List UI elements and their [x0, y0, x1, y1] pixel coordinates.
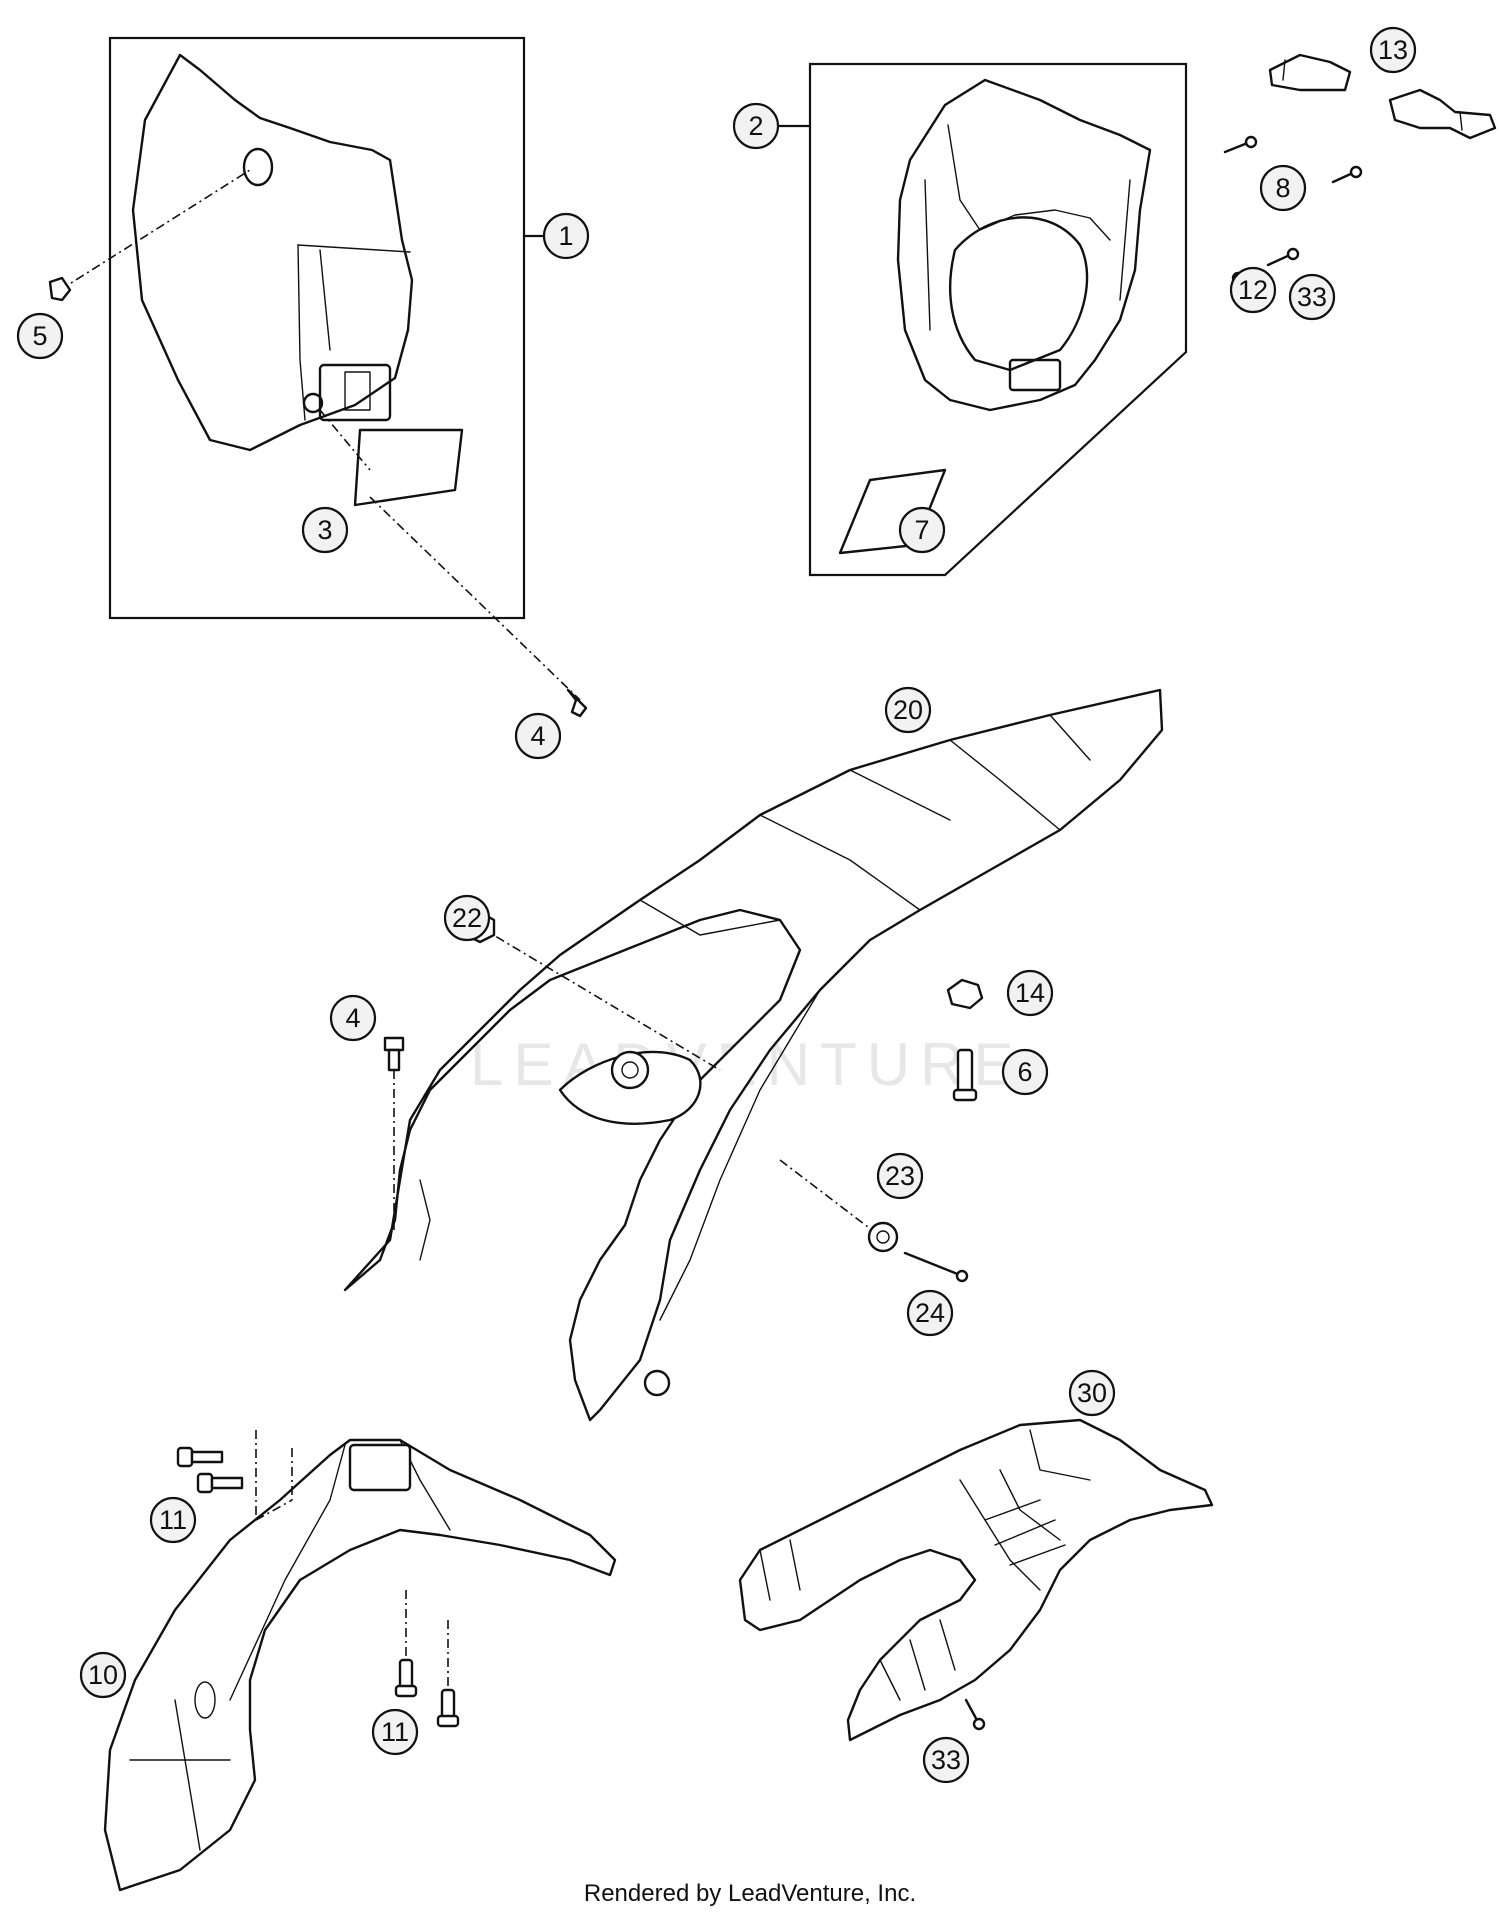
callout-33-lower[interactable]: 33	[922, 1736, 970, 1784]
callout-3[interactable]: 3	[301, 506, 349, 554]
callout-33-upper[interactable]: 33	[1288, 273, 1336, 321]
svg-text:12: 12	[1238, 275, 1268, 305]
callout-1[interactable]: 1	[542, 212, 590, 260]
screw-4-upper-part[interactable]	[566, 688, 588, 718]
svg-text:7: 7	[914, 515, 929, 545]
svg-text:2: 2	[748, 111, 763, 141]
svg-text:4: 4	[530, 721, 545, 751]
callout-24[interactable]: 24	[906, 1289, 954, 1337]
bolt-6-part[interactable]	[952, 1048, 978, 1102]
bushing-23-part[interactable]	[867, 1221, 899, 1253]
fender-mount-bracket	[348, 1443, 412, 1492]
render-credit: Rendered by LeadVenture, Inc.	[583, 1880, 917, 1907]
headlight-mask-alt-part[interactable]	[838, 78, 1152, 555]
svg-text:10: 10	[88, 1660, 118, 1690]
svg-text:33: 33	[1297, 282, 1327, 312]
screw-5-part[interactable]	[48, 276, 72, 302]
callout-20[interactable]: 20	[884, 686, 932, 734]
callout-8[interactable]: 8	[1259, 164, 1307, 212]
svg-text:24: 24	[915, 1298, 945, 1328]
callout-7[interactable]: 7	[898, 506, 946, 554]
svg-text:3: 3	[317, 515, 332, 545]
rear-fender-insert-part[interactable]	[738, 1418, 1214, 1742]
group-box-2	[808, 62, 1188, 577]
svg-text:30: 30	[1077, 1378, 1107, 1408]
svg-text:8: 8	[1275, 173, 1290, 203]
svg-text:11: 11	[159, 1505, 187, 1535]
svg-text:23: 23	[885, 1161, 915, 1191]
svg-text:14: 14	[1015, 978, 1045, 1008]
headlight-mask-part[interactable]	[131, 53, 464, 507]
bolts-11-lower-part[interactable]	[394, 1658, 460, 1728]
callout-6[interactable]: 6	[1001, 1048, 1049, 1096]
callout-23[interactable]: 23	[876, 1152, 924, 1200]
screw-33-upper-part[interactable]	[1266, 247, 1300, 267]
screw-4-lower-part[interactable]	[383, 1036, 405, 1072]
svg-text:33: 33	[931, 1745, 961, 1775]
headlight-opening	[949, 216, 1089, 372]
callout-5[interactable]: 5	[16, 312, 64, 360]
callout-10[interactable]: 10	[79, 1651, 127, 1699]
callout-12[interactable]: 12	[1229, 266, 1277, 314]
svg-text:13: 13	[1378, 35, 1408, 65]
bolts-11-upper-part[interactable]	[176, 1446, 244, 1494]
svg-text:6: 6	[1017, 1057, 1032, 1087]
svg-text:20: 20	[893, 695, 923, 725]
screws-8-part[interactable]	[1223, 135, 1363, 184]
callout-2[interactable]: 2	[732, 102, 780, 150]
number-plate-bracket	[318, 363, 392, 422]
fuel-cap	[610, 1050, 650, 1090]
nut-14-part[interactable]	[946, 978, 984, 1010]
svg-text:4: 4	[345, 1003, 360, 1033]
svg-text:5: 5	[32, 321, 47, 351]
screw-24-part[interactable]	[903, 1251, 969, 1283]
callout-13[interactable]: 13	[1369, 26, 1417, 74]
group-box-1	[108, 36, 526, 620]
callout-14[interactable]: 14	[1006, 969, 1054, 1017]
callout-11-lower[interactable]: 11	[371, 1708, 419, 1756]
svg-text:1: 1	[558, 221, 573, 251]
callout-4-lower[interactable]: 4	[329, 994, 377, 1042]
mounting-hole	[242, 147, 274, 187]
rear-fender-part[interactable]	[343, 688, 1164, 1422]
callout-4-upper[interactable]: 4	[514, 712, 562, 760]
callout-11-upper[interactable]: 11	[149, 1496, 197, 1544]
screw-33-lower-part[interactable]	[964, 1698, 986, 1731]
headlight-clamp-part[interactable]	[1268, 53, 1497, 140]
svg-text:22: 22	[452, 903, 482, 933]
svg-text:11: 11	[381, 1717, 409, 1747]
callout-22[interactable]: 22	[443, 894, 491, 942]
callout-30[interactable]: 30	[1068, 1369, 1116, 1417]
reflector-sticker-part[interactable]	[353, 428, 464, 507]
front-fender-part[interactable]	[103, 1438, 617, 1892]
